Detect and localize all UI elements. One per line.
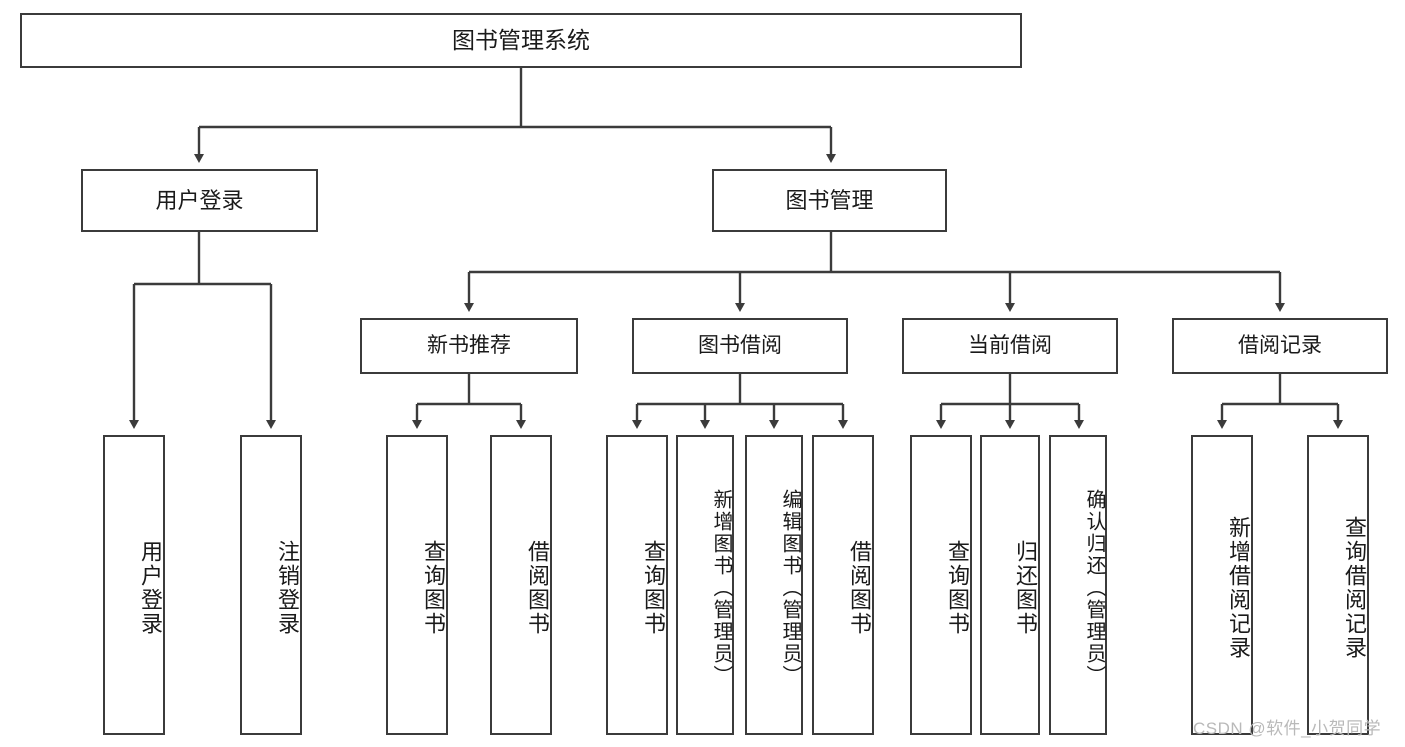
node-label: 图书借阅	[698, 333, 782, 357]
node-label: 新增图书（管理员）	[710, 489, 732, 687]
node-label: 借阅图书	[525, 540, 550, 636]
leaf-new-book-borrow[interactable]: 借阅图书	[490, 435, 552, 735]
node-label: 查询图书	[641, 540, 666, 636]
leaf-book-borrow-add[interactable]: 新增图书（管理员）	[676, 435, 734, 735]
node-current-borrow[interactable]: 当前借阅	[902, 318, 1118, 374]
node-label: 归还图书	[1013, 540, 1038, 636]
node-label: 借阅图书	[847, 540, 872, 636]
leaf-borrow-record-query[interactable]: 查询借阅记录	[1307, 435, 1369, 735]
node-label: 用户登录	[138, 540, 163, 636]
node-label: 编辑图书（管理员）	[779, 489, 801, 687]
leaf-borrow-record-add[interactable]: 新增借阅记录	[1191, 435, 1253, 735]
node-label: 查询图书	[945, 540, 970, 636]
node-root-system[interactable]: 图书管理系统	[20, 13, 1022, 68]
leaf-book-borrow-query[interactable]: 查询图书	[606, 435, 668, 735]
watermark-text: CSDN @软件_小贺同学	[1193, 719, 1382, 738]
node-label: 当前借阅	[968, 333, 1052, 357]
node-label: 新增借阅记录	[1226, 516, 1251, 660]
node-label: 新书推荐	[427, 333, 511, 357]
node-label: 确认归还（管理员）	[1083, 489, 1105, 687]
leaf-current-borrow-query[interactable]: 查询图书	[910, 435, 972, 735]
leaf-user-login-signin[interactable]: 用户登录	[103, 435, 165, 735]
node-label: 注销登录	[275, 540, 300, 636]
node-label: 查询借阅记录	[1342, 516, 1367, 660]
node-user-login[interactable]: 用户登录	[81, 169, 318, 232]
node-book-borrow[interactable]: 图书借阅	[632, 318, 848, 374]
node-label: 图书管理系统	[452, 26, 590, 53]
node-new-book-recommend[interactable]: 新书推荐	[360, 318, 578, 374]
node-book-management[interactable]: 图书管理	[712, 169, 947, 232]
leaf-user-login-signout[interactable]: 注销登录	[240, 435, 302, 735]
node-label: 借阅记录	[1238, 333, 1322, 357]
leaf-current-borrow-return[interactable]: 归还图书	[980, 435, 1040, 735]
node-borrow-record[interactable]: 借阅记录	[1172, 318, 1388, 374]
leaf-new-book-query[interactable]: 查询图书	[386, 435, 448, 735]
node-label: 用户登录	[155, 187, 244, 213]
leaf-book-borrow-borrow[interactable]: 借阅图书	[812, 435, 874, 735]
leaf-book-borrow-edit[interactable]: 编辑图书（管理员）	[745, 435, 803, 735]
leaf-current-borrow-confirm-return[interactable]: 确认归还（管理员）	[1049, 435, 1107, 735]
node-label: 查询图书	[421, 540, 446, 636]
node-label: 图书管理	[785, 187, 874, 213]
